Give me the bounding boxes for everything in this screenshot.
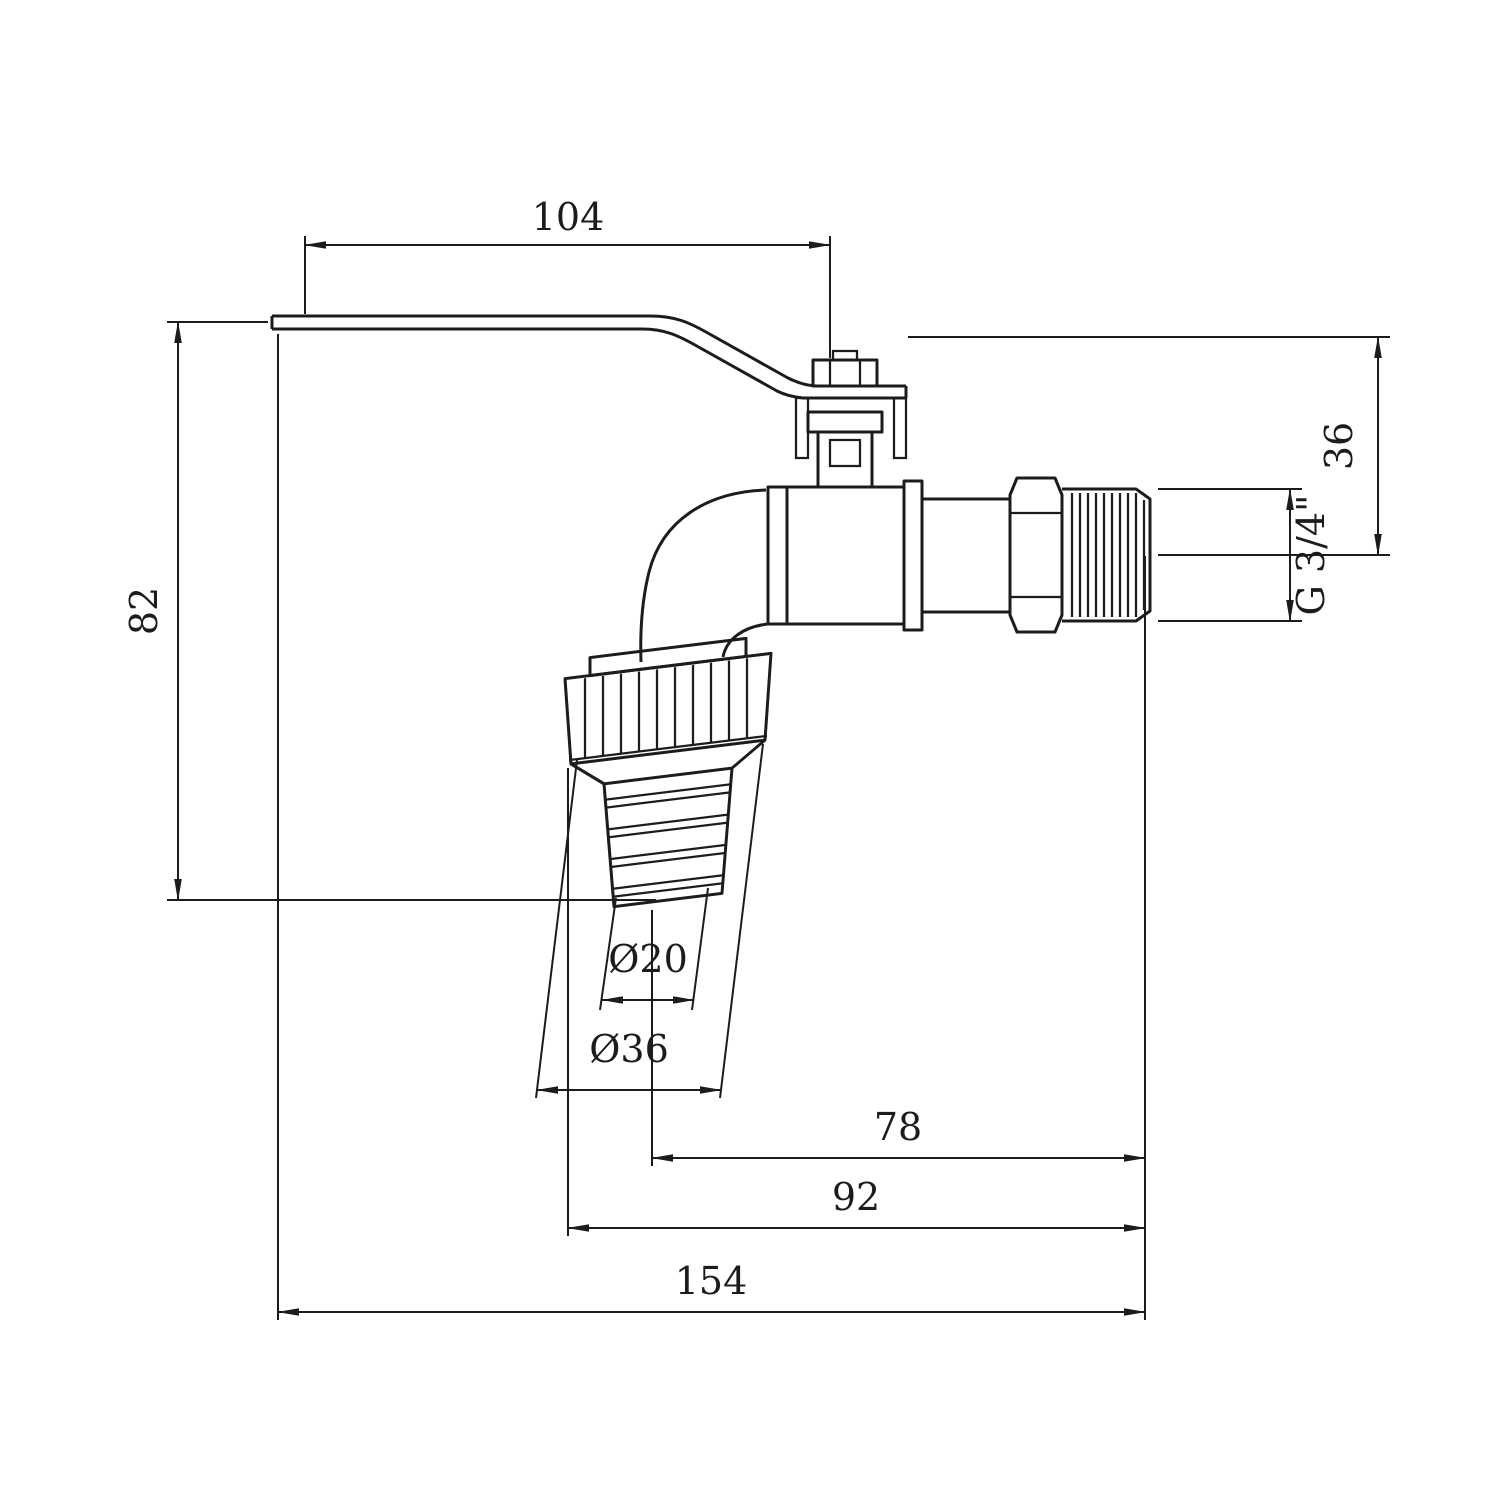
dim-label-o36: Ø36 — [589, 1027, 669, 1071]
dim-label-92: 92 — [832, 1175, 880, 1219]
thread-hatching — [1070, 493, 1146, 617]
nut-ribs — [583, 658, 749, 759]
dimension-thread: G 3/4" — [1158, 488, 1333, 622]
dim-label-104: 104 — [532, 195, 605, 239]
stem-square — [828, 438, 862, 468]
body-left-flange — [766, 485, 789, 626]
dimension-104: 104 — [304, 195, 831, 358]
dimension-o20: Ø20 — [599, 887, 709, 1011]
threaded-spigot — [1062, 487, 1152, 623]
lever-handle — [270, 314, 908, 460]
dim-label-36: 36 — [1317, 422, 1361, 470]
hose-barb-tail — [602, 766, 734, 909]
dimension-o36: Ø36 — [535, 743, 764, 1099]
valve-stem — [806, 349, 884, 489]
valve-body — [766, 479, 1010, 632]
dimension-92: 92 — [567, 768, 1146, 1236]
gland-nut — [806, 410, 884, 434]
dim-label-82: 82 — [122, 587, 166, 635]
dim-label-thread: G 3/4" — [1289, 494, 1333, 615]
barb-ridges — [606, 783, 730, 898]
hose-outlet — [563, 636, 773, 909]
dimension-82: 82 — [122, 321, 656, 901]
body-right-flange — [902, 479, 924, 632]
outlet-collar — [588, 636, 748, 678]
dimension-36: 36 — [908, 336, 1390, 556]
dimension-154: 154 — [277, 334, 1146, 1320]
elbow-spout — [639, 488, 769, 663]
dim-label-o20: Ø20 — [608, 937, 688, 981]
handle-tab-right — [892, 396, 908, 460]
dim-label-78: 78 — [874, 1105, 922, 1149]
handle-tab-left — [794, 396, 810, 460]
dimension-78: 78 — [651, 910, 1146, 1166]
stem-hex-nut — [811, 358, 879, 388]
dim-label-154: 154 — [675, 1259, 748, 1303]
hex-union-nut — [1008, 476, 1064, 634]
